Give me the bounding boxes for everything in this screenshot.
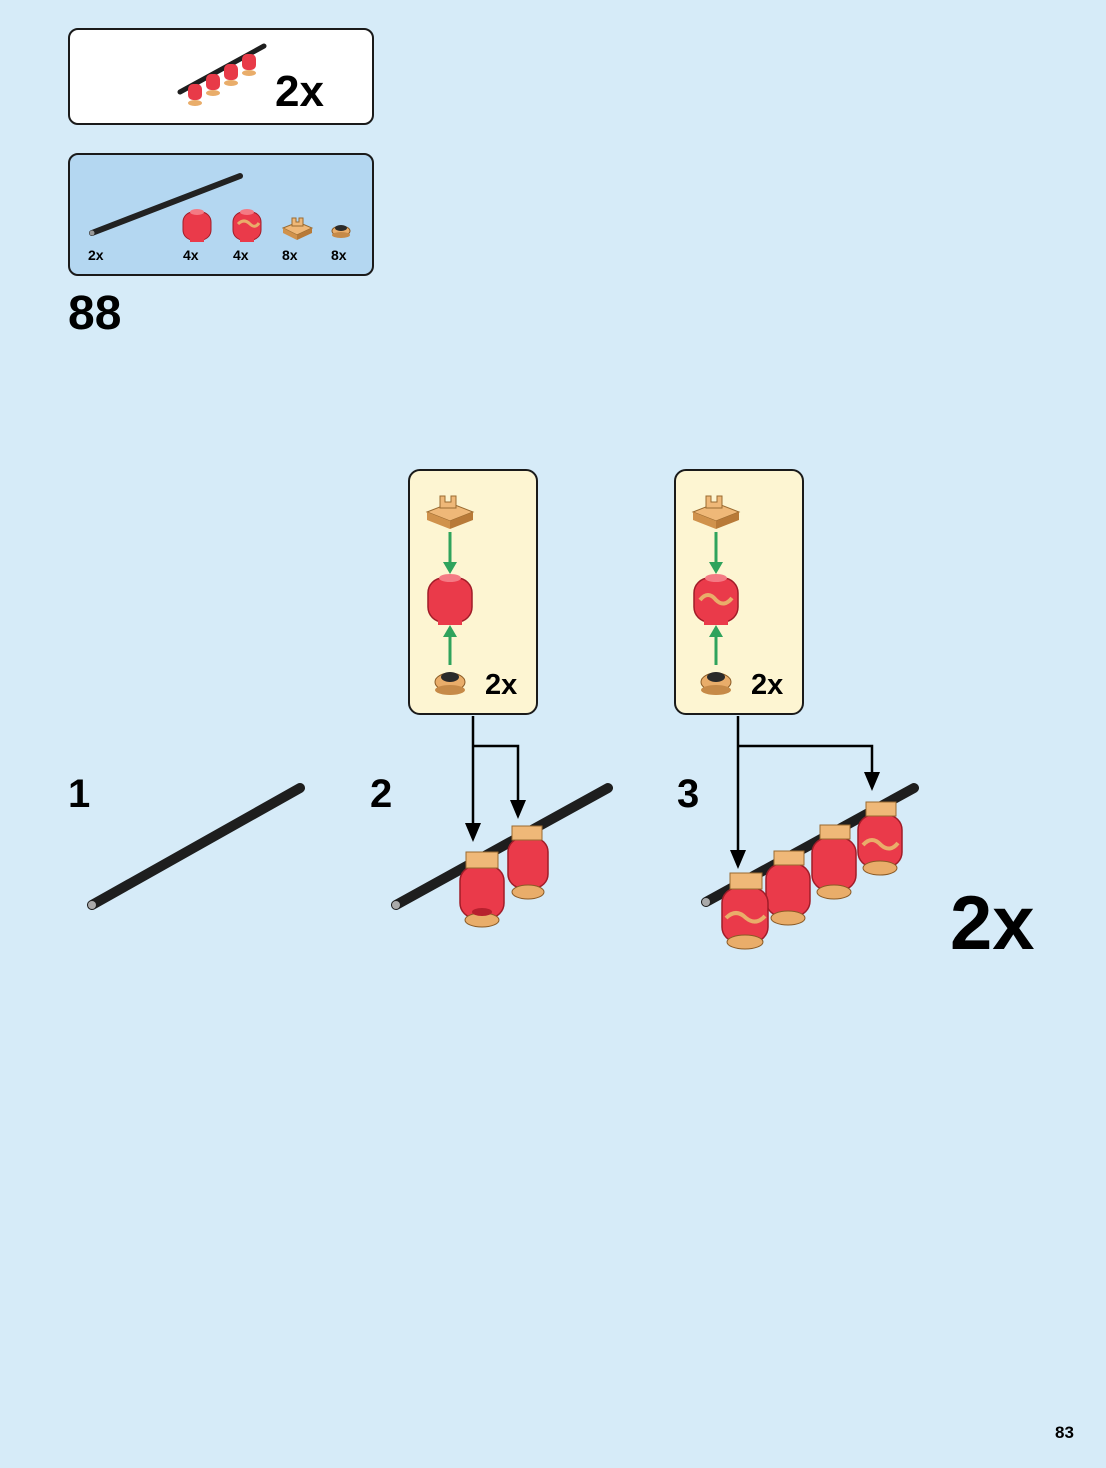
substep-1-bar bbox=[87, 783, 305, 910]
mini-lantern-icon bbox=[242, 54, 256, 76]
callout-count-2: 2x bbox=[485, 669, 518, 701]
page-number: 83 bbox=[1055, 1423, 1074, 1442]
lantern-assembly bbox=[811, 824, 857, 900]
assembly-preview-model bbox=[177, 43, 267, 106]
substep-2-model bbox=[391, 783, 613, 928]
mini-lantern-icon bbox=[224, 64, 238, 86]
green-arrowhead bbox=[709, 625, 723, 637]
lantern-assembly bbox=[721, 872, 769, 950]
callout-2-round-tile bbox=[434, 672, 466, 695]
assembly-preview-box: 2x bbox=[68, 28, 374, 125]
substep-3-number: 3 bbox=[677, 772, 700, 816]
round-tile-part-icon bbox=[331, 225, 351, 238]
callout-2-clip-plate bbox=[425, 495, 475, 529]
substep-3-model bbox=[701, 783, 919, 950]
lantern-assembly bbox=[765, 850, 811, 926]
callout-3-lantern-printed bbox=[693, 574, 739, 625]
part-count-lantern-printed: 4x bbox=[233, 247, 249, 263]
lantern-assembly bbox=[459, 851, 505, 928]
lantern-assembly bbox=[507, 825, 549, 900]
part-count-bar: 2x bbox=[88, 247, 104, 263]
callout-2-lantern-plain bbox=[427, 574, 473, 625]
placement-arrows-3 bbox=[730, 716, 880, 869]
parts-list-box: 2x 4x 4x 8x 8x bbox=[68, 153, 374, 276]
final-multiplier: 2x bbox=[950, 881, 1035, 966]
part-count-round-tile: 8x bbox=[331, 247, 347, 263]
assembly-count: 2x bbox=[275, 67, 324, 116]
part-count-lantern-plain: 4x bbox=[183, 247, 199, 263]
green-arrowhead bbox=[709, 562, 723, 574]
callout-3-clip-plate bbox=[691, 495, 741, 529]
placement-arrows-2 bbox=[465, 716, 526, 842]
bar-part-icon bbox=[89, 173, 243, 236]
mini-lantern-icon bbox=[206, 74, 220, 96]
substep-2-number: 2 bbox=[370, 772, 393, 816]
callout-count-3: 2x bbox=[751, 669, 784, 701]
lantern-assembly bbox=[857, 801, 903, 876]
mini-lantern-icon bbox=[188, 84, 202, 106]
substep-1-number: 1 bbox=[68, 772, 91, 816]
lantern-plain-part-icon bbox=[182, 209, 212, 242]
part-count-clip: 8x bbox=[282, 247, 298, 263]
callout-substep-3: 2x bbox=[674, 469, 804, 715]
green-arrowhead bbox=[443, 562, 457, 574]
clip-plate-part-icon bbox=[281, 217, 314, 240]
step-number: 88 bbox=[68, 287, 122, 340]
callout-3-round-tile bbox=[700, 672, 732, 695]
green-arrowhead bbox=[443, 625, 457, 637]
lantern-printed-part-icon bbox=[232, 209, 262, 242]
